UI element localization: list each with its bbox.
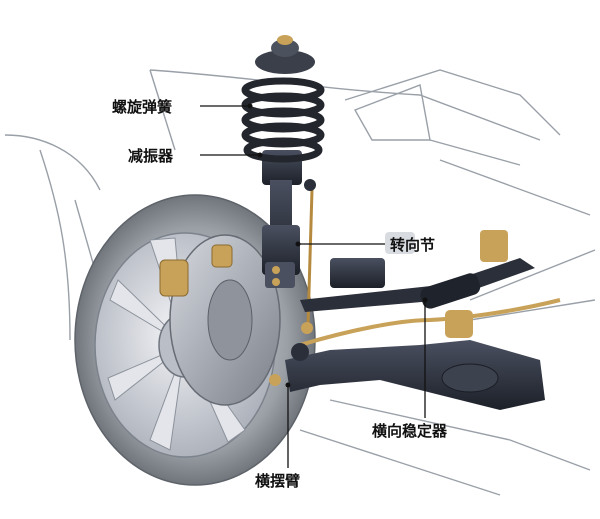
car-body-outline	[4, 69, 596, 496]
label-shock-absorber: 减振器	[128, 147, 174, 165]
coil-spring	[241, 77, 325, 163]
spring-top-mount	[255, 35, 315, 74]
steering-knuckle	[265, 262, 295, 288]
label-coil-spring: 螺旋弹簧	[112, 98, 173, 116]
steering-rack	[300, 230, 535, 312]
label-steering-knuckle: 转向节	[390, 236, 436, 254]
brake-disc	[159, 234, 281, 406]
stabilizer-bar	[299, 298, 561, 347]
subframe	[269, 310, 545, 410]
leader-lines	[200, 105, 426, 468]
label-control-arm: 横摆臂	[255, 472, 301, 490]
label-stabilizer-bar: 横向稳定器	[372, 422, 448, 440]
shock-absorber	[262, 150, 302, 275]
